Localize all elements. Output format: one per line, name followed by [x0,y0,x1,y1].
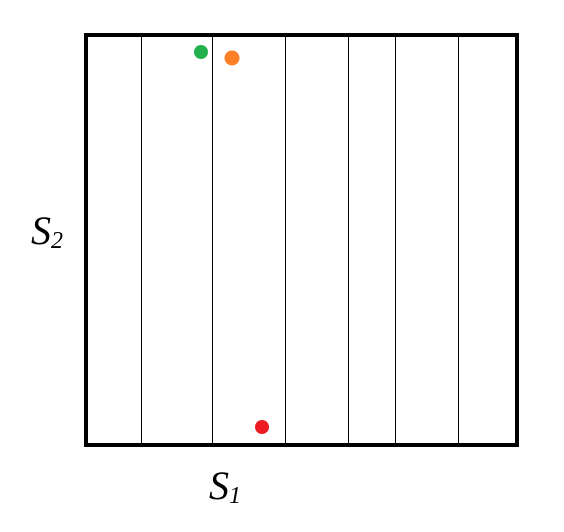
s1-axis-label: S1 [209,463,241,509]
s2-subscript: 2 [51,228,63,254]
s2-letter: S [31,208,51,253]
state-space-frame [84,33,519,447]
s1-letter: S [209,463,229,508]
s2-axis-label: S2 [31,208,63,254]
orange-point [224,50,240,66]
red-point [255,420,269,434]
s1-subscript: 1 [229,483,241,509]
column-dividers [141,37,459,443]
green-point [194,45,208,59]
